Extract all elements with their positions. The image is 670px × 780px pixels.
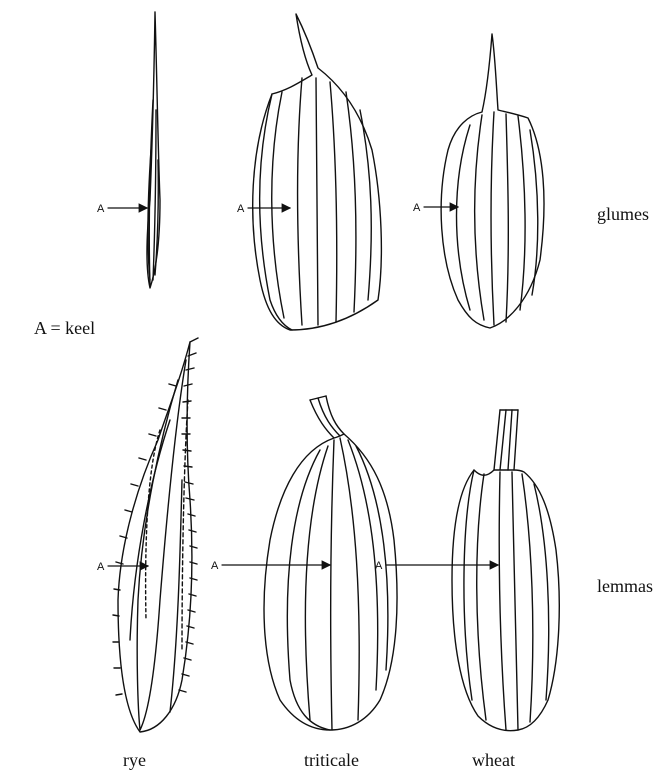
pointer-label-triticale-lemma: A (211, 560, 219, 572)
pointer-label-triticale-glume: A (237, 203, 245, 215)
rye-glume-drawing (147, 12, 160, 288)
wheat-glume-drawing (441, 34, 544, 328)
keel-pointers (108, 207, 498, 566)
triticale-glume-drawing (253, 14, 382, 330)
pointer-label-rye-lemma: A (97, 561, 105, 573)
rye-lemma-drawing (113, 338, 198, 732)
keel-legend: A = keel (34, 318, 95, 339)
row-label-glumes: glumes (597, 204, 649, 225)
pointer-label-rye-glume: A (97, 203, 105, 215)
pointer-label-wheat-glume: A (413, 202, 421, 214)
column-label-rye: rye (123, 750, 146, 771)
column-label-triticale: triticale (304, 750, 359, 771)
column-label-wheat: wheat (472, 750, 515, 771)
pointer-label-wheat-lemma: A (375, 560, 383, 572)
wheat-lemma-drawing (452, 410, 559, 731)
row-label-lemmas: lemmas (597, 576, 653, 597)
